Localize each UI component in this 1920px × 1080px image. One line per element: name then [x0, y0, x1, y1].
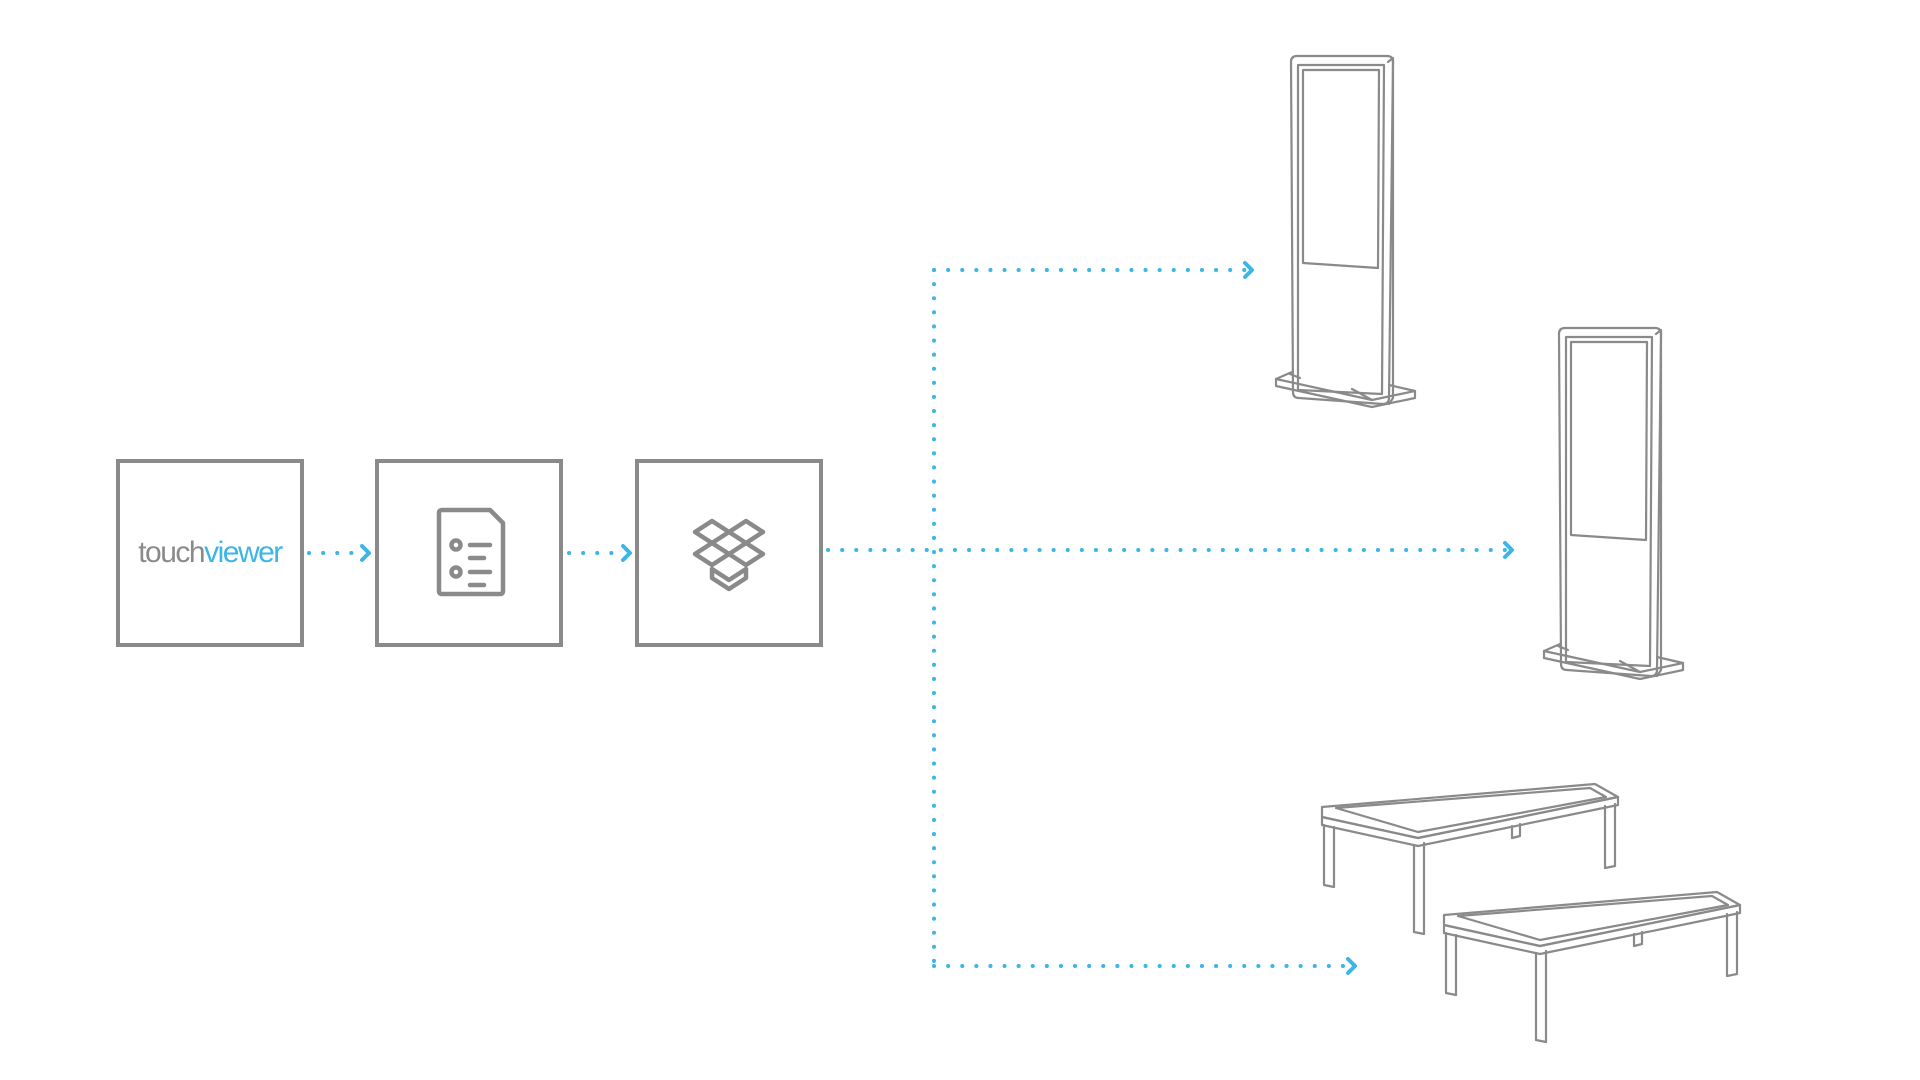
kiosk-stand-2	[1544, 328, 1683, 679]
kiosk-stand-icon	[1544, 328, 1683, 679]
dropbox-icon	[695, 521, 763, 589]
form-document-icon	[439, 510, 503, 594]
connector-form-to-dropbox	[569, 546, 630, 560]
kiosk-stand-icon	[1276, 56, 1415, 407]
connector-logo-to-form	[309, 546, 369, 560]
touch-table-pair	[1322, 784, 1740, 1042]
logo-part-touch: touch	[138, 536, 204, 569]
touchviewer-logo-box: touchviewer	[118, 461, 302, 645]
touch-table-icon	[1322, 784, 1740, 1042]
touchviewer-logo: touchviewer	[138, 536, 283, 569]
kiosk-stand-1	[1276, 56, 1415, 407]
form-document-box	[377, 461, 561, 645]
connector-dropbox-to-devices	[828, 263, 1512, 973]
logo-part-viewer: viewer	[204, 536, 283, 569]
dropbox-box	[637, 461, 821, 645]
